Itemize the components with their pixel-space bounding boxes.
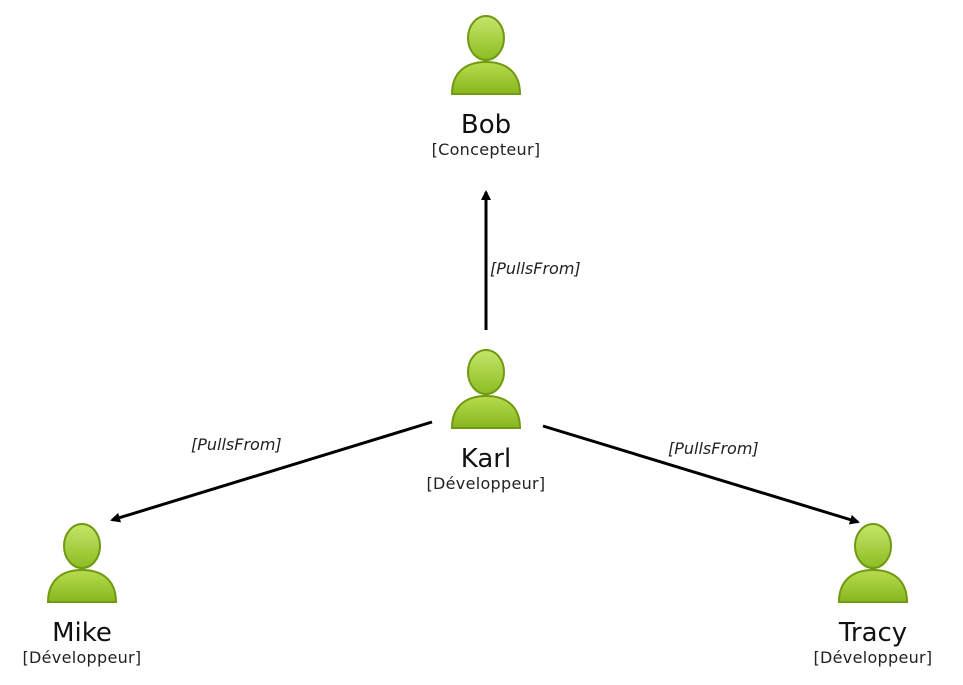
edge-karl-to-mike xyxy=(110,420,433,523)
user-icon xyxy=(837,523,909,603)
edge-label-karl-mike: [PullsFrom] xyxy=(191,435,282,454)
edge-karl-to-tracy xyxy=(542,424,860,525)
person-role: [Développeur] xyxy=(813,648,933,667)
person-node-tracy[interactable]: Tracy [Développeur] xyxy=(783,516,963,668)
person-name: Bob xyxy=(460,110,512,140)
person-role: [Développeur] xyxy=(22,648,142,667)
person-node-karl[interactable]: Karl [Développeur] xyxy=(396,342,576,494)
person-name: Karl xyxy=(460,444,512,474)
person-node-mike[interactable]: Mike [Développeur] xyxy=(0,516,172,668)
person-name: Tracy xyxy=(838,618,908,648)
edge-label-karl-bob: [PullsFrom] xyxy=(490,259,581,278)
user-icon xyxy=(450,15,522,95)
person-node-bob[interactable]: Bob [Concepteur] xyxy=(396,8,576,160)
person-name: Mike xyxy=(52,618,112,648)
person-role: [Développeur] xyxy=(426,474,546,493)
user-icon xyxy=(46,523,118,603)
person-role: [Concepteur] xyxy=(431,140,541,159)
edge-label-karl-tracy: [PullsFrom] xyxy=(668,439,759,458)
user-icon xyxy=(450,349,522,429)
